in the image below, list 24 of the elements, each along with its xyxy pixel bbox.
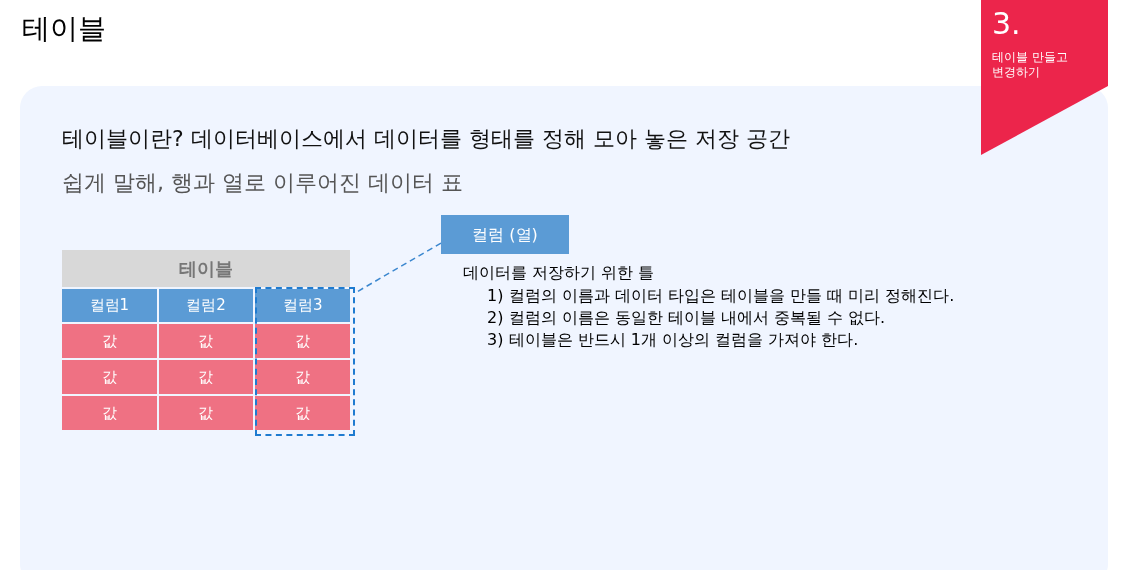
section-title: 테이블 만들고 변경하기 [992, 50, 1069, 80]
list-item: 3) 테이블은 반드시 1개 이상의 컬럼을 가져야 한다. [487, 329, 860, 351]
table-value: 값 [255, 360, 350, 394]
description: 데이터를 저장하기 위한 틀 [463, 262, 655, 284]
page-title: 테이블 [22, 11, 106, 47]
heading: 테이블이란? 데이터베이스에서 데이터를 형태를 정해 모아 놓은 저장 공간 [62, 125, 790, 153]
section-number: 3. [992, 5, 1021, 43]
subheading: 쉽게 말해, 행과 열로 이루어진 데이터 표 [62, 169, 463, 197]
table-value: 값 [158, 360, 254, 394]
column-header: 컬럼2 [158, 289, 254, 322]
column-header: 컬럼3 [255, 289, 350, 322]
table-value: 값 [158, 396, 254, 430]
callout-box: 컬럼 (열) [441, 215, 569, 254]
table-title: 테이블 [62, 250, 350, 287]
table-value: 값 [158, 324, 254, 358]
column-header: 컬럼1 [62, 289, 157, 322]
table-value: 값 [255, 324, 350, 358]
table-value: 값 [62, 396, 157, 430]
column-highlight [255, 287, 355, 436]
table-value: 값 [255, 396, 350, 430]
list-item: 2) 컬럼의 이름은 동일한 테이블 내에서 중복될 수 없다. [487, 307, 887, 329]
list-item: 1) 컬럼의 이름과 데이터 타입은 테이블을 만들 때 미리 정해진다. [487, 285, 955, 307]
table-value: 값 [62, 324, 157, 358]
table-value: 값 [62, 360, 157, 394]
